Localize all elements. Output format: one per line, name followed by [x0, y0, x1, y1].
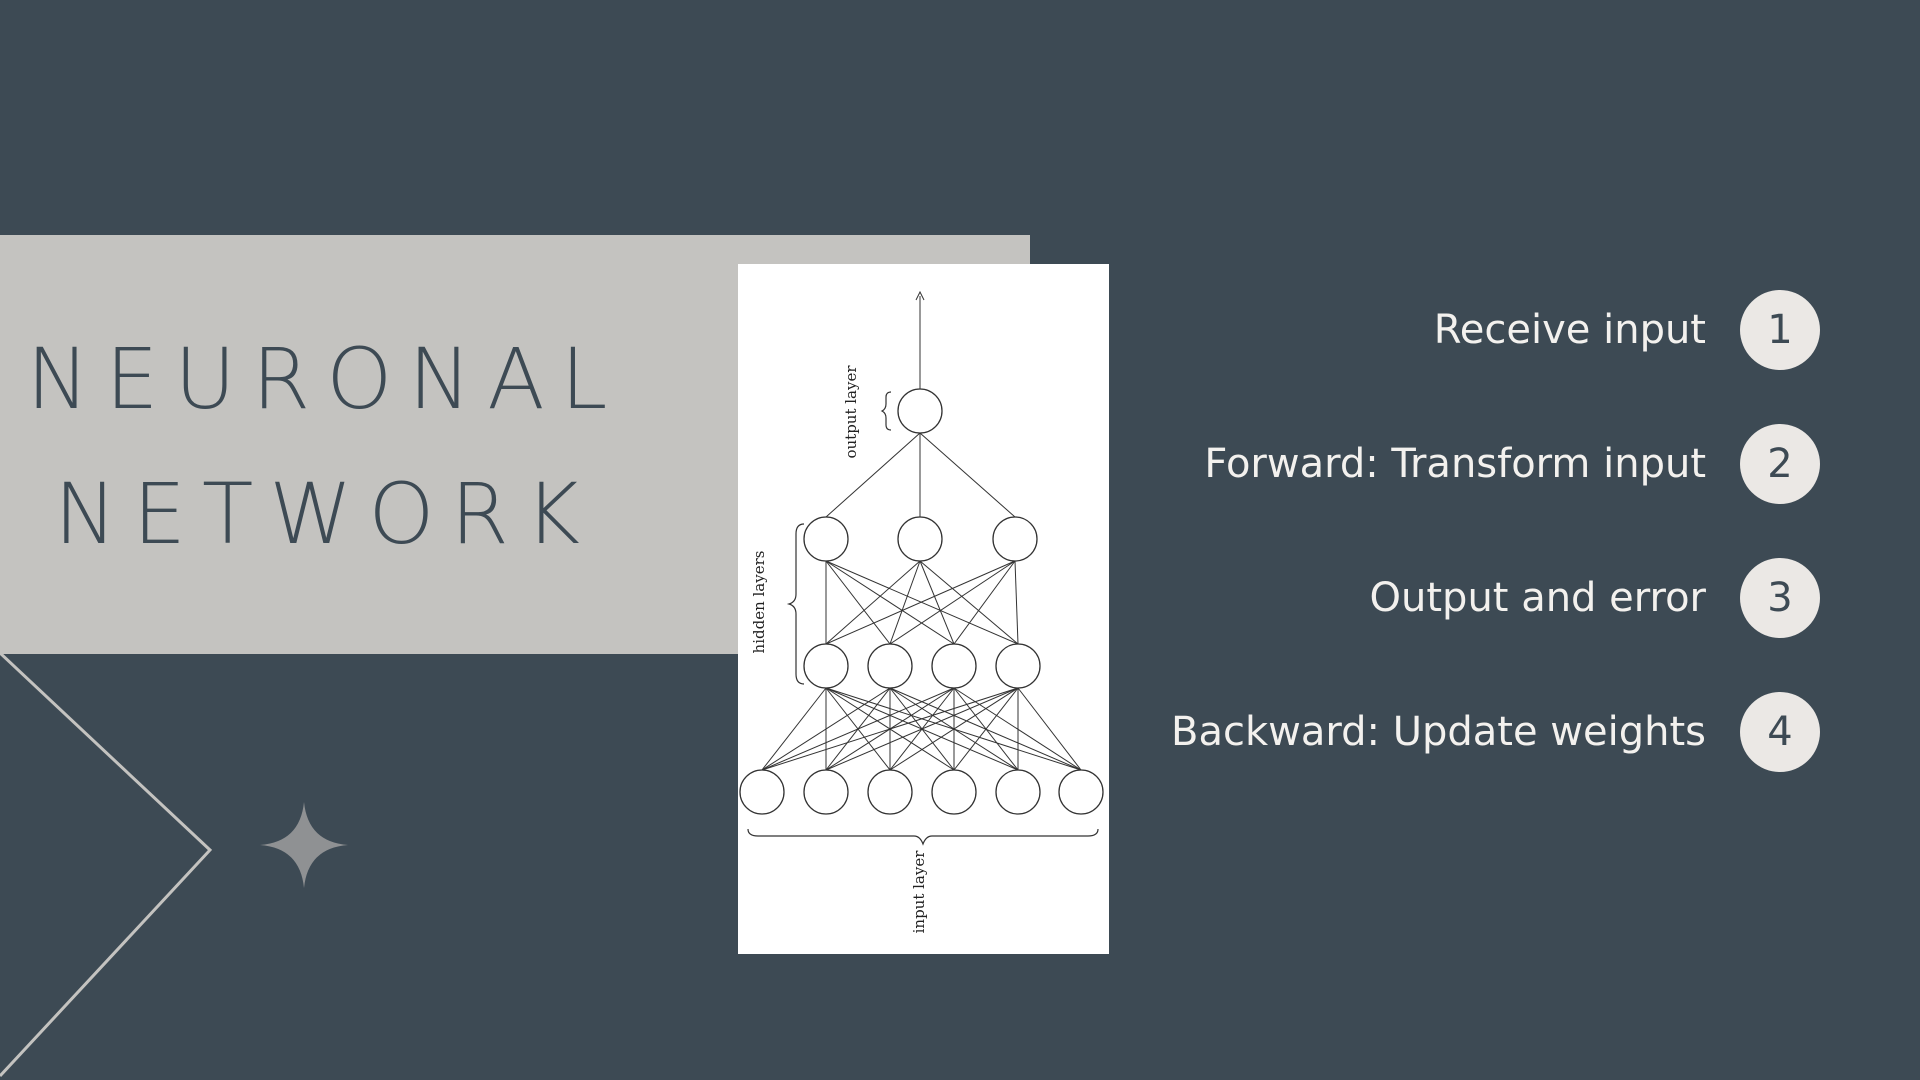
connection-line [825, 687, 1019, 771]
connection-line [825, 687, 955, 771]
neuron-node [897, 388, 943, 434]
step-2-label: Forward: Transform input [1204, 441, 1706, 487]
connection-line [889, 560, 1016, 645]
connection-line [919, 560, 955, 645]
connection-line [825, 560, 1016, 645]
neuron-node [867, 643, 913, 689]
step-4: Backward: Update weights 4 [1171, 692, 1820, 772]
connection-line [919, 560, 1019, 645]
connection-line [825, 560, 891, 645]
neuron-node [803, 769, 849, 815]
connection-line [919, 432, 1016, 518]
connection-line [825, 687, 891, 771]
connection-line [953, 560, 1016, 645]
step-1-label: Receive input [1433, 307, 1706, 353]
connection-line [953, 687, 1082, 771]
connection-line [825, 560, 921, 645]
connection-line [889, 687, 1082, 771]
sparkle-star-icon [260, 802, 348, 888]
input-layer-brace [747, 828, 1099, 846]
output-arrow-head [915, 290, 925, 301]
step-1-number: 1 [1740, 290, 1820, 370]
neuron-node [992, 516, 1038, 562]
output-layer-brace [880, 391, 892, 431]
decoration [0, 651, 348, 1078]
neuron-node [739, 769, 785, 815]
output-layer-label: output layer [842, 365, 860, 459]
chevron-outline [0, 651, 213, 1078]
step-3-label: Output and error [1369, 575, 1706, 621]
neuron-node [931, 769, 977, 815]
neuron-node [803, 516, 849, 562]
connection-line [761, 687, 827, 771]
step-1: Receive input 1 [1434, 290, 1820, 370]
connection-line [825, 560, 1019, 645]
connection-line [825, 432, 921, 518]
connection-line [825, 560, 955, 645]
step-3-number: 3 [1740, 558, 1820, 638]
neuron-node [803, 643, 849, 689]
neuron-node [1058, 769, 1104, 815]
hidden-layers-label: hidden layers [750, 551, 768, 654]
step-2: Forward: Transform input 2 [1204, 424, 1820, 504]
neuron-node [931, 643, 977, 689]
neuron-node [867, 769, 913, 815]
title-line-1: NEURONAL [26, 330, 624, 428]
connection-line [825, 687, 1082, 771]
connection-line [1017, 687, 1082, 771]
step-2-number: 2 [1740, 424, 1820, 504]
neuron-node [995, 643, 1041, 689]
input-layer-label: input layer [910, 850, 928, 934]
neuron-node [995, 769, 1041, 815]
hidden-layers-brace [786, 523, 805, 685]
connection-line [1014, 560, 1019, 645]
connection-line [889, 560, 921, 645]
step-3: Output and error 3 [1370, 558, 1820, 638]
step-4-number: 4 [1740, 692, 1820, 772]
network-diagram-svg: input layer hidden layers output layer [739, 290, 1104, 934]
step-4-label: Backward: Update weights [1171, 709, 1706, 755]
title-line-2: NETWORK [54, 465, 596, 563]
network-diagram: input layer hidden layers output layer [738, 264, 1109, 954]
neuron-node [897, 516, 943, 562]
